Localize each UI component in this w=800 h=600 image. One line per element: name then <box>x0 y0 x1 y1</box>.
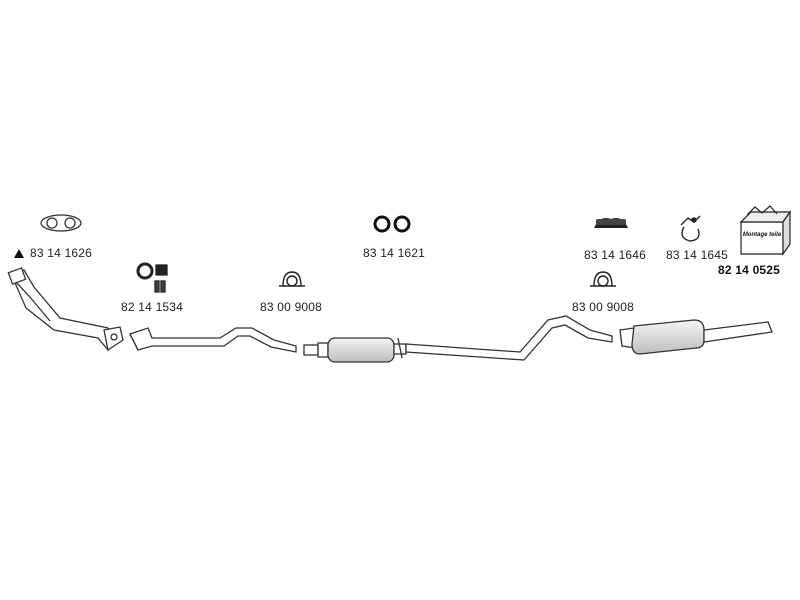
part-label-clamp-kit: 82 14 1534 <box>121 300 184 314</box>
part-label-hanger-wire: 83 14 1645 <box>666 248 729 262</box>
front-gasket-icon <box>40 214 82 232</box>
rings-icon <box>373 215 411 233</box>
part-label-clamp-a: 83 00 9008 <box>260 300 323 314</box>
part-number: 83 14 1626 <box>30 246 93 260</box>
wire-hanger-icon <box>680 215 701 242</box>
part-label-mounting-kit: 82 14 0525 <box>718 263 781 277</box>
rear-pipe <box>405 315 613 361</box>
clamp-a-icon <box>279 271 305 287</box>
clamp-b-icon <box>590 271 616 287</box>
middle-pipe <box>129 327 297 353</box>
center-muffler <box>303 337 407 363</box>
part-label-gasket-front: 83 14 1626 <box>14 246 92 260</box>
mounting-kit-box-icon: Montage teile <box>739 205 792 256</box>
rubber-hanger-icon <box>594 218 628 228</box>
part-label-rings: 83 14 1621 <box>363 246 426 260</box>
rear-muffler <box>619 319 773 355</box>
box-text: Montage teile <box>743 232 782 238</box>
warning-triangle-icon <box>14 249 24 258</box>
clamp-kit-icon <box>136 262 168 293</box>
part-label-hanger-rubber: 83 14 1646 <box>584 248 647 262</box>
part-label-clamp-b: 83 00 9008 <box>572 300 635 314</box>
front-pipe <box>7 267 124 352</box>
